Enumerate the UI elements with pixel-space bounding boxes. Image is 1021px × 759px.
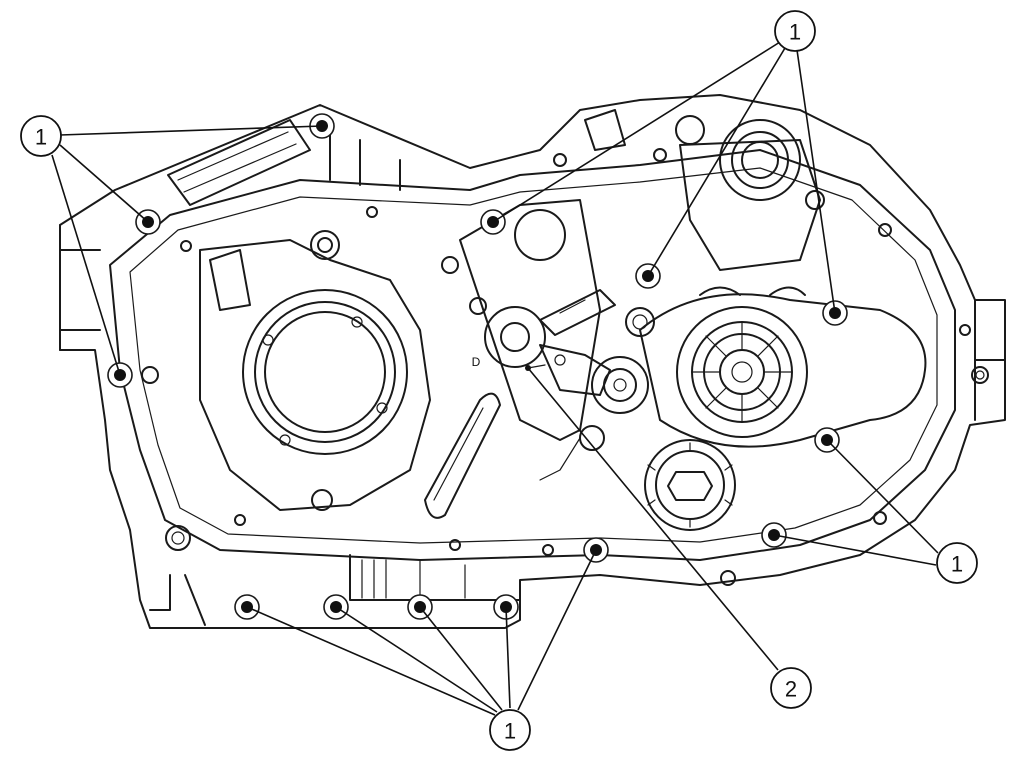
slotted-channel (424, 392, 501, 519)
svg-text:1: 1 (504, 719, 516, 744)
rotor-housing (639, 286, 927, 448)
top-left-boss (167, 119, 401, 206)
gasket-rail (109, 149, 956, 561)
leader-lines (51, 41, 939, 716)
dowels (141, 148, 989, 586)
oil-pan (149, 525, 521, 626)
svg-text:2: 2 (785, 677, 797, 702)
callout-1-top-left: 1 (20, 115, 62, 157)
casting-letter: D (472, 355, 481, 369)
svg-text:1: 1 (951, 552, 963, 577)
lower-sprocket (644, 439, 736, 531)
left-bearing-housing (199, 230, 431, 511)
svg-text:1: 1 (789, 20, 801, 45)
top-right-boss (584, 109, 825, 271)
callout-1-top: 1 (774, 10, 816, 52)
callout-1-right: 1 (936, 542, 978, 584)
callout-1-bottom: 1 (489, 709, 531, 751)
callout-2: 2 (770, 667, 812, 709)
svg-text:1: 1 (35, 125, 47, 150)
